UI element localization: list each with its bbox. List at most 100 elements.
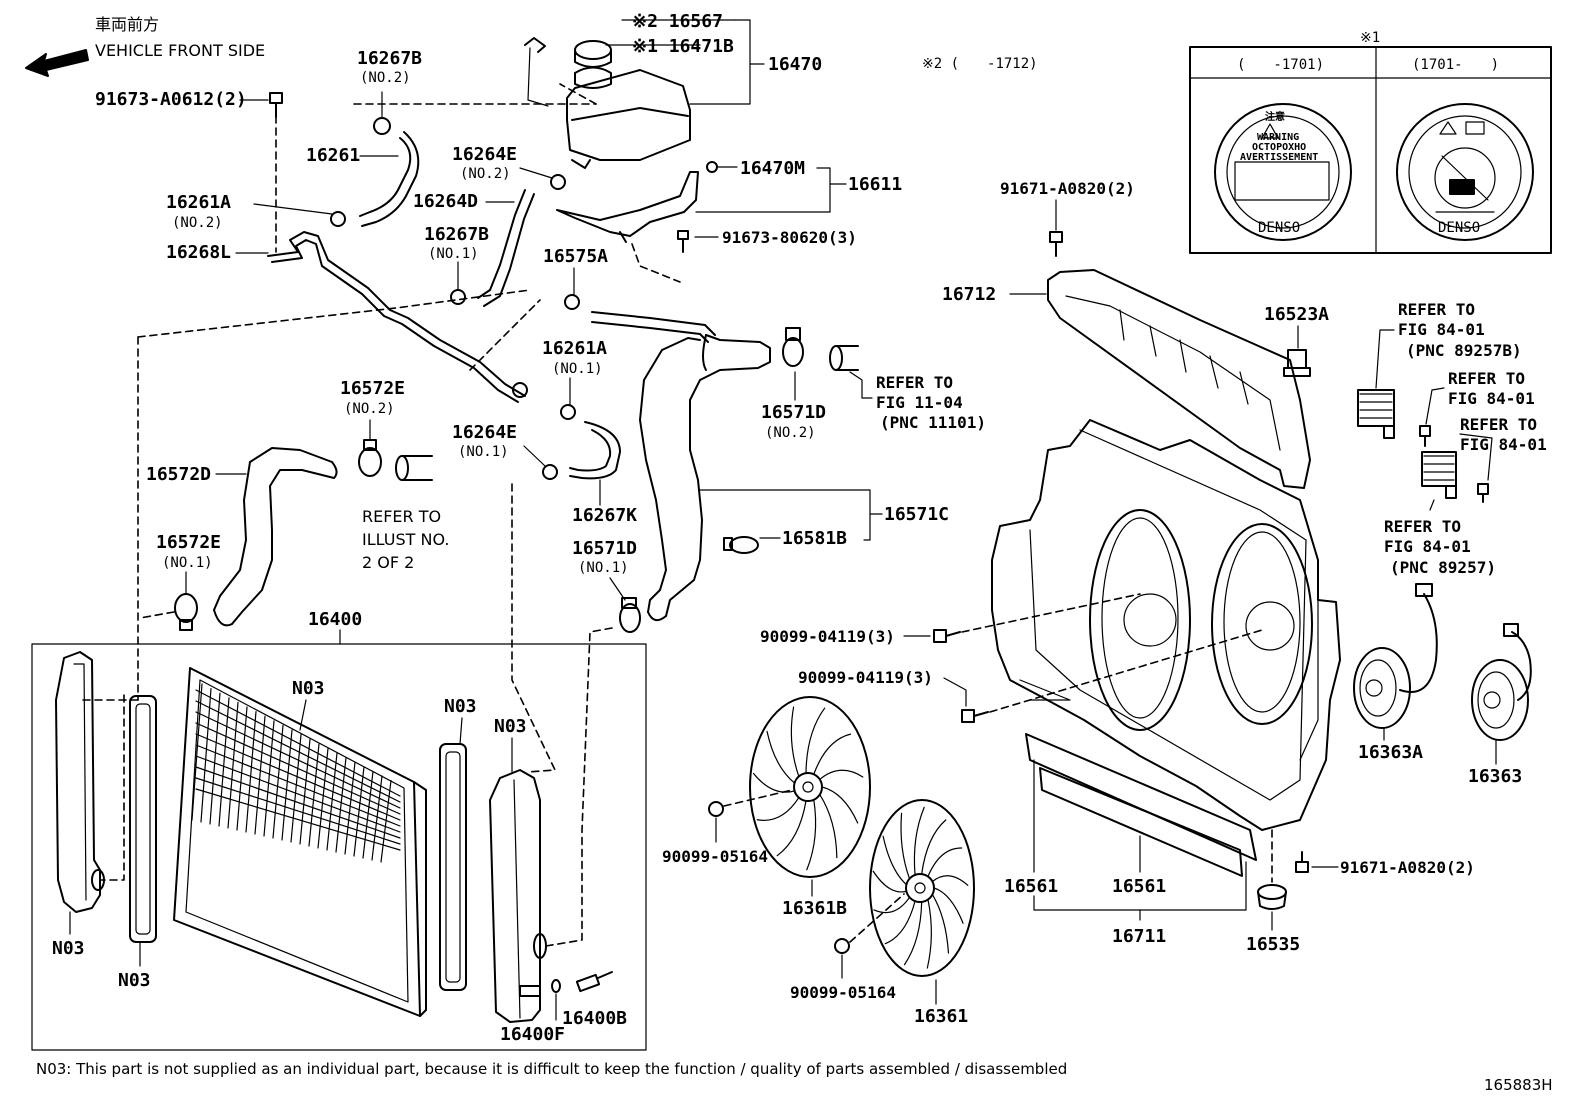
- oring-16400F: [551, 979, 561, 993]
- inset-mark: ※1: [1360, 30, 1380, 46]
- label-16267B-top: 16267B: [357, 48, 422, 69]
- front-arrow-icon: [25, 49, 89, 77]
- grommet-16523A: [1283, 349, 1311, 377]
- label-16711: 16711: [1112, 926, 1166, 947]
- label-16363: 16363: [1468, 766, 1522, 787]
- cap-fr-text: AVERTISSEMENT: [1240, 152, 1318, 163]
- ref-fig8401-b-1: REFER TO: [1448, 369, 1525, 388]
- bolt-91671-A0820-bottom: [1295, 851, 1309, 873]
- ref-fig8401-a-2: FIG 84-01: [1398, 320, 1485, 339]
- radiator-tank-right: [489, 769, 547, 1023]
- label-16572E-no2-sub: (NO.2): [344, 401, 395, 417]
- label-91671-A0820-bottom: 91671-A0820(2): [1340, 858, 1475, 877]
- motor-16363: [1471, 623, 1532, 741]
- clamp-16267B-no1: [450, 289, 466, 305]
- bolt-90099-04119-a: [933, 629, 961, 643]
- label-16267K: 16267K: [572, 505, 637, 526]
- clamp-16572E-no2: [358, 439, 382, 477]
- hose-16575: [591, 311, 716, 343]
- label-16523A: 16523A: [1264, 304, 1329, 325]
- clamp-16264E-no1: [542, 464, 558, 480]
- bolt-91671-A0820-top: [1049, 231, 1063, 257]
- radiator-core-fins: [191, 683, 401, 863]
- clamp-16264E-no2: [550, 174, 566, 190]
- cap-jp-text: 注意: [1265, 110, 1285, 123]
- label-16400: 16400: [308, 609, 362, 630]
- bracket-16470: [689, 19, 751, 105]
- label-16264E-no1: 16264E: [452, 422, 517, 443]
- label-16264E-no2-sub: (NO.2): [460, 166, 511, 182]
- cap-brand-old: DENSO: [1258, 220, 1300, 236]
- label-91671-A0820-top: 91671-A0820(2): [1000, 179, 1135, 198]
- label-16264E-no1-sub: (NO.1): [458, 444, 509, 460]
- pipe-end-1: [829, 345, 843, 371]
- clamp-16571D-no2: [782, 327, 804, 367]
- label-16471B: ※1 16471B: [632, 36, 734, 57]
- grommet-16535: [1257, 884, 1287, 910]
- footnote-n03: N03: This part is not supplied as an ind…: [36, 1060, 1067, 1078]
- ref-fig8401-d-2: FIG 84-01: [1384, 537, 1471, 556]
- cap-new-type: [1396, 103, 1534, 241]
- label-16561-a: 16561: [1004, 876, 1058, 897]
- label-n03-core: N03: [292, 678, 325, 699]
- front-label-en: VEHICLE FRONT SIDE: [95, 41, 265, 60]
- label-90099-05164-b: 90099-05164: [790, 983, 896, 1002]
- label-16611: 16611: [848, 174, 902, 195]
- label-16268L: 16268L: [166, 242, 231, 263]
- relay-89257: [1421, 451, 1457, 499]
- clamp-16572E-no1: [174, 593, 198, 631]
- label-16571C: 16571C: [884, 504, 949, 525]
- label-16535: 16535: [1246, 934, 1300, 955]
- bolt-91673-80620: [677, 230, 689, 253]
- label-91673-A0612: 91673-A0612(2): [95, 89, 247, 110]
- ref-illust-1: REFER TO: [362, 507, 441, 526]
- label-16567: ※2 16567: [632, 11, 723, 32]
- label-n03-tank-right: N03: [494, 716, 527, 737]
- label-90099-04119-b: 90099-04119(3): [798, 668, 933, 687]
- label-n03-gasket-left: N03: [118, 970, 151, 991]
- label-16361B: 16361B: [782, 898, 847, 919]
- ref-fig1104-3: (PNC 11101): [880, 413, 986, 432]
- label-16712: 16712: [942, 284, 996, 305]
- label-16572D: 16572D: [146, 464, 211, 485]
- label-16267B-no1: 16267B: [424, 224, 489, 245]
- gasket-right: [439, 743, 467, 991]
- ref-fig8401-a-1: REFER TO: [1398, 300, 1475, 319]
- label-16571D-no1: 16571D: [572, 538, 637, 559]
- fan-16361B: [749, 696, 871, 878]
- clamp-16267B-top: [373, 91, 391, 135]
- label-16571D-no2: 16571D: [761, 402, 826, 423]
- label-90099-04119-a: 90099-04119(3): [760, 627, 895, 646]
- label-16581B: 16581B: [782, 528, 847, 549]
- ref-fig8401-a-3: (PNC 89257B): [1406, 341, 1522, 360]
- label-16572E-no2: 16572E: [340, 378, 405, 399]
- note-2: ※2 ( -1712): [922, 56, 1038, 72]
- inset-col2-header: (1701- ): [1412, 57, 1499, 73]
- hose-16571C: [639, 334, 771, 622]
- clamp-16575A: [564, 294, 580, 310]
- label-16261: 16261: [306, 145, 360, 166]
- pipe-16268L: [267, 231, 528, 403]
- label-90099-05164-a: 90099-05164: [662, 847, 768, 866]
- label-16363A: 16363A: [1358, 742, 1423, 763]
- label-16261A-no1-sub: (NO.1): [552, 361, 603, 377]
- screw-fig8401-b: [1419, 425, 1431, 447]
- reservoir-tank: [524, 37, 691, 169]
- label-16261A-no2-sub: (NO.2): [172, 215, 223, 231]
- label-16571D-no1-sub: (NO.1): [578, 560, 629, 576]
- ref-fig8401-d-3: (PNC 89257): [1390, 558, 1496, 577]
- ref-fig8401-c-2: FIG 84-01: [1460, 435, 1547, 454]
- front-label-jp: 車両前方: [95, 15, 159, 34]
- ref-fig1104-1: REFER TO: [876, 373, 953, 392]
- diagram-code: 165883H: [1484, 1076, 1553, 1094]
- label-16361: 16361: [914, 1006, 968, 1027]
- label-16470M: 16470M: [740, 158, 805, 179]
- label-91673-80620: 91673-80620(3): [722, 228, 857, 247]
- clamp-16571D-no1: [619, 597, 641, 633]
- label-16572E-no1: 16572E: [156, 532, 221, 553]
- radiator-core: [173, 667, 427, 1017]
- seal-16561-small: [1039, 767, 1243, 877]
- cap-brand-new: DENSO: [1438, 220, 1480, 236]
- dash-lines-left: [81, 289, 541, 881]
